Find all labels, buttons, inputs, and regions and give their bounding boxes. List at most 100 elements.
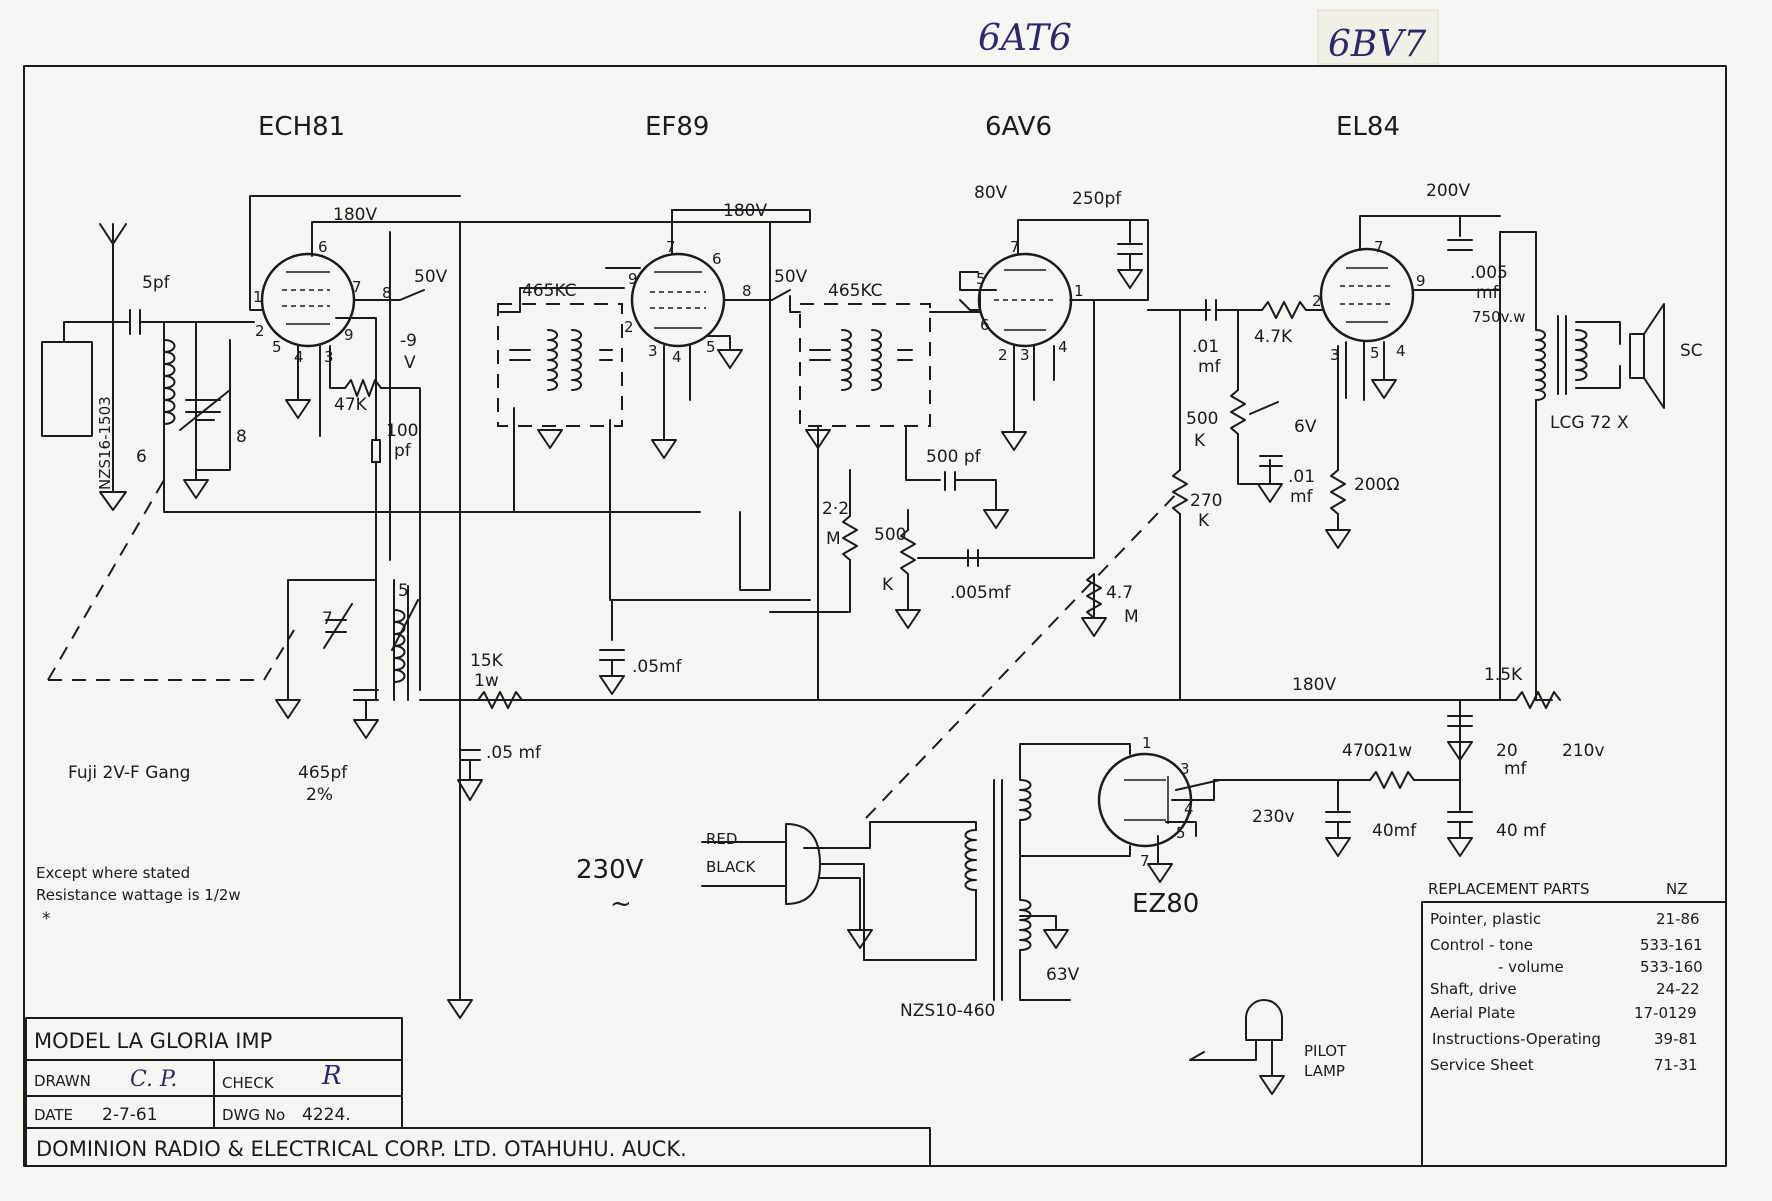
- label-100pf-b: pf: [394, 441, 412, 461]
- label-20mf-a: 20: [1496, 741, 1518, 761]
- label-pilot: PILOT: [1304, 1042, 1347, 1060]
- pin-numbers: 6 1 2 5 4 3 7 8 9 7 9 6 8 2 3 4 5 7 5 6 …: [253, 238, 1426, 870]
- drawing-border: [23, 65, 1727, 1167]
- pin: 3: [1180, 760, 1190, 778]
- label-nzs16-1503: NZS16-1503: [96, 396, 114, 490]
- wiring: [41, 195, 1665, 1095]
- label-80v: 80V: [974, 183, 1008, 203]
- pin: 1: [253, 288, 263, 306]
- check-value: R: [321, 1061, 342, 1091]
- label-mains-230v: 230V: [576, 855, 644, 885]
- pin: 6: [318, 238, 328, 256]
- tube-label-6av6: 6AV6: [985, 112, 1052, 142]
- label-465pf: 465pf: [298, 763, 348, 783]
- ground-symbols: [99, 349, 1397, 1019]
- tube-ef89: [630, 252, 726, 348]
- part-code: 21-86: [1656, 910, 1700, 928]
- label-250pf: 250pf: [1072, 189, 1122, 209]
- label-mains-tilde: ~: [610, 889, 632, 919]
- drawn-value: C. P.: [130, 1067, 177, 1092]
- label-coil-7: 7: [322, 609, 333, 629]
- label-20mf-b: mf: [1504, 759, 1528, 779]
- part-code: 533-160: [1640, 958, 1703, 976]
- part-code: 71-31: [1654, 1056, 1698, 1074]
- label-750vw: 750v.w: [1472, 308, 1525, 326]
- label-50v-b: 50V: [774, 267, 808, 287]
- label-neg9: -9: [400, 331, 417, 351]
- pin: 3: [324, 348, 334, 366]
- label-1w: 1w: [474, 671, 499, 691]
- note-except: Except where stated: [36, 864, 190, 882]
- label-47k: 47K: [334, 395, 368, 415]
- label-4-7m-b: M: [1124, 607, 1139, 627]
- pin: 4: [1184, 800, 1194, 818]
- label-40mf-b: 40 mf: [1496, 821, 1547, 841]
- label-01mf-b: mf: [1198, 357, 1222, 377]
- pin: 3: [648, 342, 658, 360]
- label-005mf-a: .005: [1470, 263, 1508, 283]
- tube-label-ef89: EF89: [645, 112, 709, 142]
- label-4-7k: 4.7K: [1254, 327, 1293, 347]
- pin: 7: [352, 278, 362, 296]
- pin: 2: [255, 322, 265, 340]
- pin: 4: [1396, 342, 1406, 360]
- drawn-label: DRAWN: [34, 1072, 91, 1090]
- replacement-parts-table: REPLACEMENT PARTS NZ Pointer, plastic 21…: [1421, 880, 1727, 1167]
- pin: 7: [666, 238, 676, 256]
- pin: 3: [1020, 346, 1030, 364]
- parts-rows: Pointer, plastic 21-86 Control - tone 53…: [1430, 910, 1703, 1074]
- label-01mf-c: .01: [1288, 467, 1315, 487]
- pin: 5: [272, 338, 282, 356]
- pin: 6: [980, 316, 990, 334]
- label-coil-5: 5: [398, 581, 409, 601]
- label-lamp: LAMP: [1304, 1062, 1345, 1080]
- label-200r: 200Ω: [1354, 475, 1399, 495]
- pin: 2: [1312, 292, 1322, 310]
- label-270k-b: K: [1198, 511, 1210, 531]
- label-nzs10-460: NZS10-460: [900, 1001, 995, 1021]
- gang-link-a: [48, 629, 295, 681]
- pin: 8: [382, 284, 392, 302]
- pin: 7: [1010, 238, 1020, 256]
- tube-el84: [1319, 247, 1415, 343]
- label-01mf-a: .01: [1192, 337, 1219, 357]
- label-100pf-a: 100: [386, 421, 418, 441]
- note-6bv7: 6BV7: [1328, 24, 1426, 65]
- label-sc: SC: [1680, 341, 1703, 361]
- label-63v: 63V: [1046, 965, 1080, 985]
- tube-ech81: [260, 252, 356, 348]
- label-180v-ech81: 180V: [333, 205, 377, 225]
- label-red: RED: [706, 830, 737, 848]
- label-50v-a: 50V: [414, 267, 448, 287]
- label-neg9v: V: [404, 353, 416, 373]
- pin: 9: [344, 326, 354, 344]
- pin: 5: [1176, 824, 1186, 842]
- pin: 1: [1142, 734, 1152, 752]
- note-box: [1317, 9, 1439, 65]
- part-code: 533-161: [1640, 936, 1703, 954]
- pin: 7: [1140, 852, 1150, 870]
- date-value: 2-7-61: [102, 1105, 158, 1125]
- pin: 4: [672, 348, 682, 366]
- part-code: 24-22: [1656, 980, 1700, 998]
- pin: 9: [628, 270, 638, 288]
- label-180v-rail: 180V: [1292, 675, 1336, 695]
- date-label: DATE: [34, 1106, 73, 1124]
- label-500k-a: 500: [1186, 409, 1218, 429]
- label-500k-vol-a: 500: [874, 525, 906, 545]
- label-coil-6: 6: [136, 447, 147, 467]
- pin: 5: [706, 338, 716, 356]
- tube-6av6: [977, 252, 1073, 348]
- part-code: 17-0129: [1634, 1004, 1697, 1022]
- label-15k: 15K: [470, 651, 504, 671]
- part-code: 39-81: [1654, 1030, 1698, 1048]
- note-6at6: 6AT6: [978, 18, 1072, 59]
- label-465kc-b: 465KC: [828, 281, 883, 301]
- part-name: - volume: [1498, 958, 1564, 976]
- label-lcg72x: LCG 72 X: [1550, 413, 1629, 433]
- label-coil-8: 8: [236, 427, 247, 447]
- tube-label-ez80: EZ80: [1132, 889, 1199, 919]
- company-name: DOMINION RADIO & ELECTRICAL CORP. LTD. O…: [36, 1137, 687, 1161]
- label-gang: Fuji 2V-F Gang: [68, 763, 190, 783]
